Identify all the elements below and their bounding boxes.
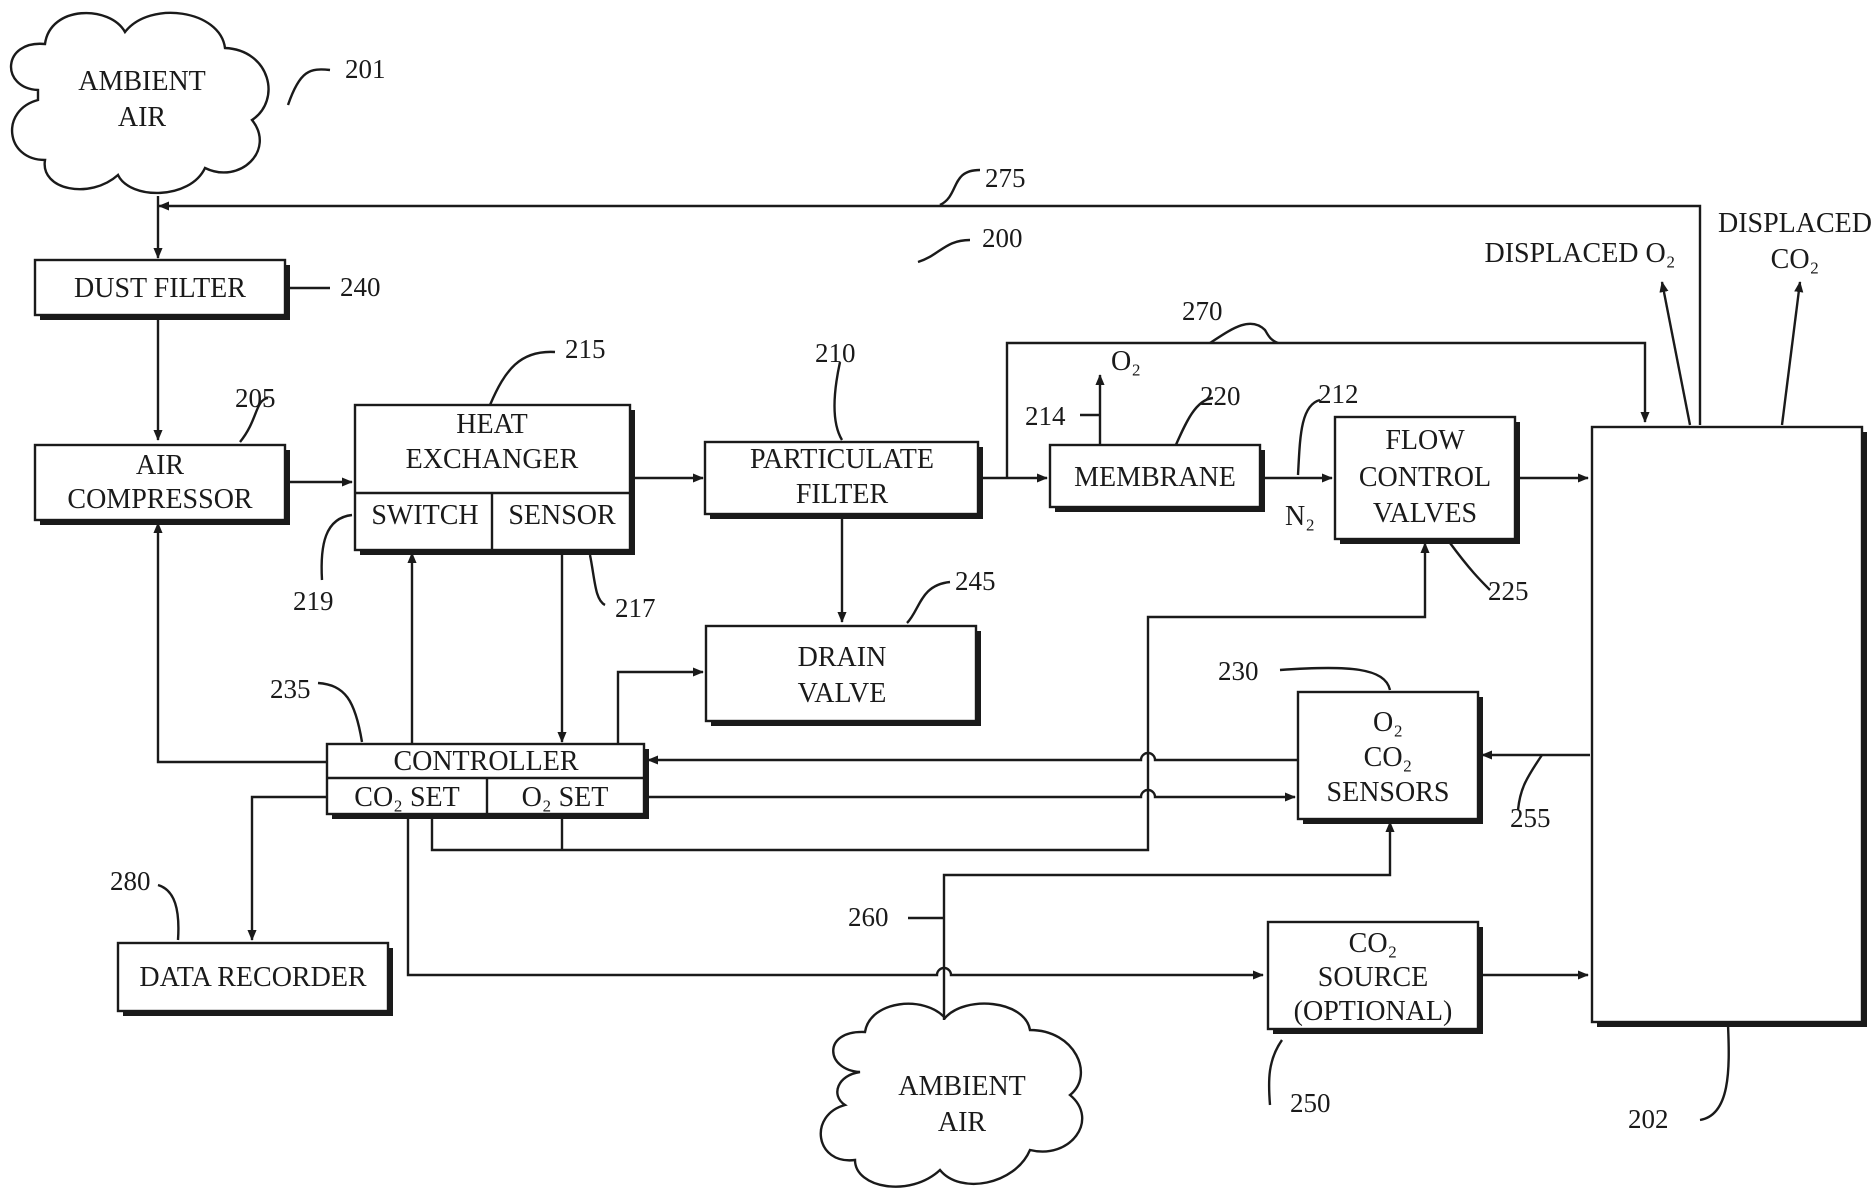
ref-260: 260 bbox=[848, 902, 889, 932]
drain-valve-line2: VALVE bbox=[798, 678, 887, 709]
ref-225: 225 bbox=[1488, 576, 1529, 606]
sensors-line3: SENSORS bbox=[1327, 777, 1450, 808]
ref-212: 212 bbox=[1318, 379, 1359, 409]
ref-255: 255 bbox=[1510, 803, 1551, 833]
membrane-box: MEMBRANE bbox=[1050, 445, 1265, 512]
cloud-bottom-line1: AMBIENT bbox=[898, 1071, 1026, 1102]
controller-title: CONTROLLER bbox=[393, 746, 578, 777]
air-compressor-box: AIR COMPRESSOR bbox=[35, 445, 290, 525]
ref-219: 219 bbox=[293, 586, 334, 616]
heat-exchanger-box: HEAT EXCHANGER SWITCH SENSOR bbox=[355, 405, 635, 555]
dust-filter-box: DUST FILTER bbox=[35, 260, 290, 320]
ref-275: 275 bbox=[985, 163, 1026, 193]
data-recorder-label: DATA RECORDER bbox=[139, 962, 367, 993]
displaced-o2-label: DISPLACED O₂ bbox=[1485, 238, 1676, 269]
co2-source-line2: SOURCE bbox=[1318, 962, 1428, 993]
cloud-bottom-line2: AIR bbox=[938, 1107, 987, 1138]
drain-valve-box: DRAIN VALVE bbox=[706, 626, 981, 726]
ref-215: 215 bbox=[565, 334, 606, 364]
air-compressor-line2: COMPRESSOR bbox=[67, 484, 253, 515]
ref-210: 210 bbox=[815, 338, 856, 368]
controller-o2-set: O₂ SET bbox=[522, 782, 609, 813]
co2-source-line3: (OPTIONAL) bbox=[1294, 996, 1453, 1027]
heat-exchanger-line2: EXCHANGER bbox=[406, 444, 579, 475]
ref-230: 230 bbox=[1218, 656, 1259, 686]
ambient-air-cloud-top: AMBIENT AIR bbox=[11, 13, 268, 193]
chamber-box bbox=[1592, 427, 1867, 1027]
ref-200: 200 bbox=[982, 223, 1023, 253]
n2-label: N₂ bbox=[1285, 501, 1315, 532]
cloud-top-line1: AMBIENT bbox=[78, 66, 206, 97]
co2-source-line1: CO₂ bbox=[1349, 928, 1398, 959]
flow-control-line3: VALVES bbox=[1373, 498, 1477, 529]
flow-control-line2: CONTROL bbox=[1359, 462, 1491, 493]
flow-control-valves-box: FLOW CONTROL VALVES bbox=[1335, 417, 1520, 544]
controller-co2-set: CO₂ SET bbox=[354, 782, 459, 813]
ref-250: 250 bbox=[1290, 1088, 1331, 1118]
connections bbox=[158, 196, 1800, 1020]
heat-exchanger-switch: SWITCH bbox=[371, 500, 478, 531]
ref-245: 245 bbox=[955, 566, 996, 596]
ref-220: 220 bbox=[1200, 381, 1241, 411]
flow-control-line1: FLOW bbox=[1385, 425, 1465, 456]
ref-240: 240 bbox=[340, 272, 381, 302]
ambient-air-cloud-bottom: AMBIENT AIR bbox=[821, 1004, 1082, 1187]
sensors-box: O₂ CO₂ SENSORS bbox=[1298, 692, 1483, 824]
cloud-top-line2: AIR bbox=[118, 102, 167, 133]
controller-box: CONTROLLER CO₂ SET O₂ SET bbox=[327, 744, 649, 819]
heat-exchanger-line1: HEAT bbox=[456, 409, 528, 440]
sensors-line2: CO₂ bbox=[1364, 742, 1413, 773]
ref-280: 280 bbox=[110, 866, 151, 896]
dust-filter-label: DUST FILTER bbox=[74, 273, 246, 304]
displaced-co2-line1: DISPLACED bbox=[1718, 208, 1872, 239]
particulate-filter-line1: PARTICULATE bbox=[750, 444, 934, 475]
air-compressor-line1: AIR bbox=[136, 450, 185, 481]
ref-214: 214 bbox=[1025, 401, 1066, 431]
ref-235: 235 bbox=[270, 674, 311, 704]
sensors-line1: O₂ bbox=[1373, 707, 1403, 738]
membrane-label: MEMBRANE bbox=[1074, 462, 1236, 493]
ref-205: 205 bbox=[235, 383, 276, 413]
heat-exchanger-sensor: SENSOR bbox=[508, 500, 616, 531]
ref-217: 217 bbox=[615, 593, 656, 623]
drain-valve-line1: DRAIN bbox=[798, 642, 887, 673]
data-recorder-box: DATA RECORDER bbox=[118, 943, 393, 1016]
displaced-co2-line2: CO₂ bbox=[1771, 244, 1820, 275]
ref-201: 201 bbox=[345, 54, 386, 84]
particulate-filter-box: PARTICULATE FILTER bbox=[705, 442, 983, 519]
ref-270: 270 bbox=[1182, 296, 1223, 326]
o2-vent-label: O₂ bbox=[1111, 346, 1141, 377]
ref-202: 202 bbox=[1628, 1104, 1669, 1134]
particulate-filter-line2: FILTER bbox=[796, 479, 889, 510]
co2-source-box: CO₂ SOURCE (OPTIONAL) bbox=[1268, 922, 1483, 1034]
